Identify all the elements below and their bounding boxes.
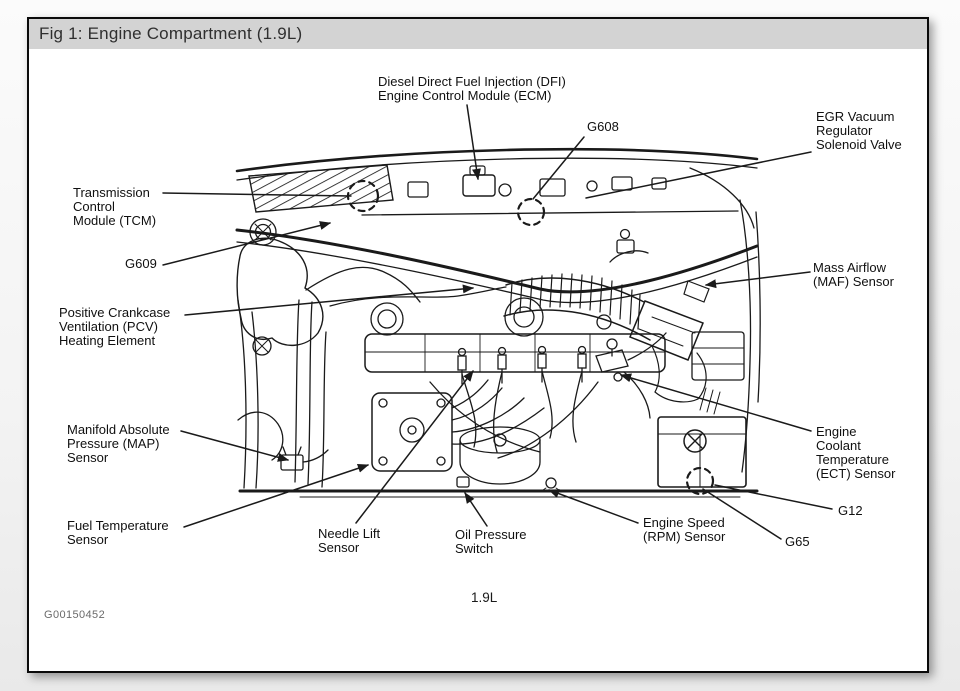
left-strut-tower-art [236, 218, 421, 489]
callout-tcm: Transmission Control Module (TCM) [73, 186, 156, 228]
callout-egr: EGR Vacuum Regulator Solenoid Valve [816, 110, 902, 152]
callout-ecm-line2: Engine Control Module (ECM) [378, 88, 552, 103]
callout-pcv-line1: Positive Crankcase [59, 305, 171, 320]
callout-fuel-temp-line1: Fuel Temperature [67, 518, 169, 533]
callout-maf-line2: (MAF) Sensor [813, 274, 894, 289]
right-bay-art [329, 199, 761, 496]
callout-tcm-line3: Module (TCM) [73, 213, 157, 228]
cowl-art [235, 147, 759, 304]
callout-oil-pressure: Oil Pressure Switch [455, 528, 527, 556]
callout-g609-line1: G609 [125, 256, 157, 271]
callout-tcm-line1: Transmission [73, 185, 150, 200]
callout-fuel-temp-line2: Sensor [67, 532, 109, 547]
callout-egr-line3: Solenoid Valve [816, 137, 902, 152]
callout-needle-lift-line1: Needle Lift [318, 526, 381, 541]
callout-g609: G609 [125, 257, 157, 271]
callout-ect-line4: (ECT) Sensor [816, 466, 896, 481]
callout-ect-line2: Coolant [816, 438, 861, 453]
callout-map-line3: Sensor [67, 450, 109, 465]
callout-egr-line1: EGR Vacuum [816, 109, 895, 124]
callout-rpm-line1: Engine Speed [643, 515, 725, 530]
callout-ect-line3: Temperature [816, 452, 889, 467]
callout-ect-line1: Engine [816, 424, 857, 439]
figure-id-code: G00150452 [44, 609, 106, 621]
leader-lines [162, 104, 833, 540]
callout-rpm-line2: (RPM) Sensor [643, 529, 726, 544]
callout-needle-lift: Needle Lift Sensor [318, 527, 380, 555]
intake-hose-art [503, 273, 710, 403]
callout-ecm-line1: Diesel Direct Fuel Injection (DFI) [378, 74, 566, 89]
callout-g608: G608 [587, 120, 619, 134]
callout-maf-line1: Mass Airflow [813, 260, 886, 275]
callout-egr-line2: Regulator [816, 123, 873, 138]
callout-g65-line1: G65 [785, 534, 810, 549]
callout-pcv: Positive Crankcase Ventilation (PCV) Hea… [59, 306, 170, 348]
callout-oil-pressure-line1: Oil Pressure [455, 527, 527, 542]
figure-title: Fig 1: Engine Compartment (1.9L) [39, 24, 303, 43]
callout-fuel-temp: Fuel Temperature Sensor [67, 519, 169, 547]
callout-ecm: Diesel Direct Fuel Injection (DFI) Engin… [378, 75, 566, 103]
callout-g12: G12 [838, 504, 863, 518]
callout-maf: Mass Airflow (MAF) Sensor [813, 261, 894, 289]
engine-size-label: 1.9L [471, 590, 498, 605]
callout-needle-lift-line2: Sensor [318, 540, 360, 555]
figure-title-bar: Fig 1: Engine Compartment (1.9L) [29, 19, 927, 49]
callout-pcv-line3: Heating Element [59, 333, 156, 348]
callout-g12-line1: G12 [838, 503, 863, 518]
callout-ect: Engine Coolant Temperature (ECT) Sensor [816, 425, 895, 481]
callout-map-line2: Pressure (MAP) [67, 436, 160, 451]
callout-tcm-line2: Control [73, 199, 115, 214]
callout-rpm: Engine Speed (RPM) Sensor [643, 516, 725, 544]
callout-oil-pressure-line2: Switch [455, 541, 494, 556]
callout-pcv-line2: Ventilation (PCV) [59, 319, 158, 334]
figure-window: Fig 1: Engine Compartment (1.9L) [27, 17, 929, 673]
callout-g608-line1: G608 [587, 119, 619, 134]
ground-line-art [238, 489, 759, 498]
engine-block-art [280, 297, 667, 493]
callout-map: Manifold Absolute Pressure (MAP) Sensor [67, 423, 170, 465]
callout-g65: G65 [785, 535, 810, 549]
callout-map-line1: Manifold Absolute [67, 422, 170, 437]
